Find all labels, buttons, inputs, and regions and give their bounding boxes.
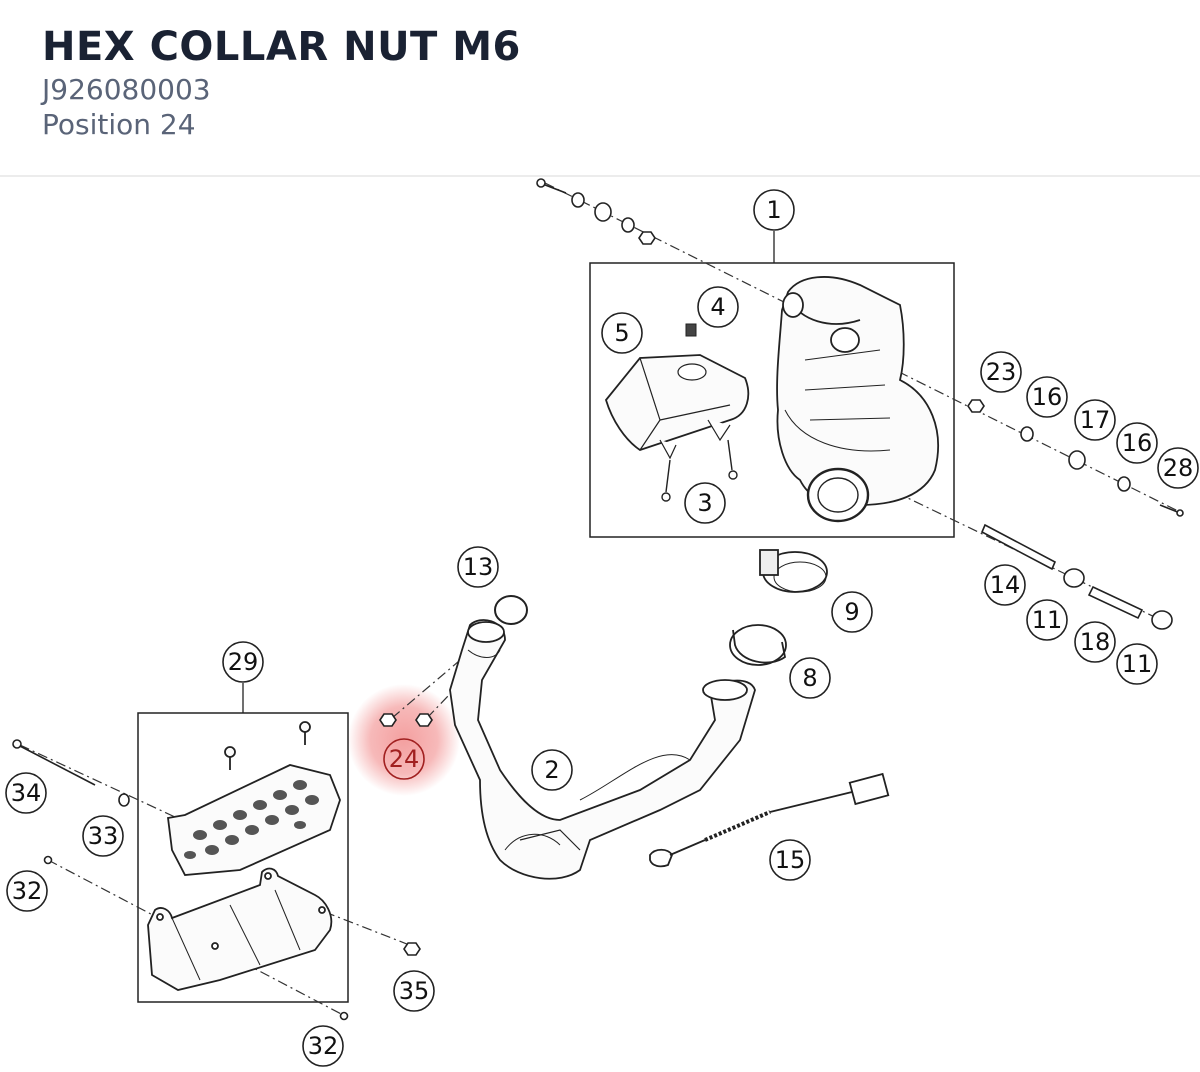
callout-circle xyxy=(684,482,726,524)
callout-label: 15 xyxy=(775,846,806,874)
callout-5[interactable]: 5 xyxy=(601,312,643,354)
callout-34[interactable]: 34 xyxy=(5,772,47,814)
callout-15[interactable]: 15 xyxy=(769,839,811,881)
part-title: HEX COLLAR NUT M6 xyxy=(42,24,521,70)
callout-circle xyxy=(1074,621,1116,663)
callout-circle xyxy=(5,772,47,814)
hex-collar-nuts xyxy=(379,713,433,727)
callout-circle xyxy=(6,870,48,912)
callout-label: 13 xyxy=(463,553,494,581)
callout-16[interactable]: 16 xyxy=(1026,376,1068,418)
part-position: Position 24 xyxy=(42,108,196,141)
callout-circle xyxy=(1116,643,1158,685)
callout-11[interactable]: 11 xyxy=(1116,643,1158,685)
heat-shield-fasteners xyxy=(12,739,421,1021)
callout-circle xyxy=(302,1025,344,1067)
heat-shield-lower-part xyxy=(147,867,333,991)
callout-label: 23 xyxy=(986,358,1017,386)
callout-label: 2 xyxy=(544,756,559,784)
callout-label: 34 xyxy=(11,779,42,807)
header-divider xyxy=(0,175,1200,177)
part-number: J926080003 xyxy=(42,73,211,106)
callout-label: 32 xyxy=(308,1032,339,1060)
callout-label: 32 xyxy=(12,877,43,905)
callout-circle xyxy=(1026,599,1068,641)
callout-1[interactable]: 1 xyxy=(753,189,795,231)
callout-18[interactable]: 18 xyxy=(1074,621,1116,663)
callout-11[interactable]: 11 xyxy=(1026,599,1068,641)
muffler-cover-part xyxy=(605,354,750,460)
callout-label: 3 xyxy=(697,489,712,517)
callout-2[interactable]: 2 xyxy=(531,749,573,791)
callout-circle xyxy=(1116,422,1158,464)
callout-circle xyxy=(1026,376,1068,418)
callout-label: 14 xyxy=(990,571,1021,599)
clip-part xyxy=(685,323,697,337)
callout-label: 35 xyxy=(399,977,430,1005)
callout-35[interactable]: 35 xyxy=(393,970,435,1012)
part-header: HEX COLLAR NUT M6 J926080003 Position 24 xyxy=(42,22,521,142)
right-bolt-set xyxy=(967,399,1184,517)
callout-3[interactable]: 3 xyxy=(684,482,726,524)
seal-ring-part xyxy=(494,595,528,625)
callout-16[interactable]: 16 xyxy=(1116,422,1158,464)
callout-circle xyxy=(383,738,425,780)
callout-8[interactable]: 8 xyxy=(789,657,831,699)
callout-4[interactable]: 4 xyxy=(697,286,739,328)
callout-circle xyxy=(831,591,873,633)
callout-circle xyxy=(393,970,435,1012)
callout-label: 1 xyxy=(766,196,781,224)
callout-label: 11 xyxy=(1122,650,1153,678)
callout-32[interactable]: 32 xyxy=(302,1025,344,1067)
callout-label: 24 xyxy=(389,745,420,773)
callout-label: 16 xyxy=(1032,383,1063,411)
callout-circle xyxy=(984,564,1026,606)
callout-23[interactable]: 23 xyxy=(980,351,1022,393)
callout-circle xyxy=(531,749,573,791)
callout-label: 28 xyxy=(1163,454,1194,482)
callout-24-highlighted[interactable]: 24 xyxy=(383,738,425,780)
gasket-ring-part xyxy=(729,624,787,666)
callout-label: 17 xyxy=(1080,406,1111,434)
callout-circle xyxy=(1157,447,1199,489)
heat-shield-upper-part xyxy=(167,721,341,876)
callout-circle xyxy=(769,839,811,881)
clamp-part xyxy=(759,549,828,593)
callout-13[interactable]: 13 xyxy=(457,546,499,588)
callout-circle xyxy=(601,312,643,354)
callout-28[interactable]: 28 xyxy=(1157,447,1199,489)
top-bolt-set xyxy=(536,178,656,245)
callout-label: 11 xyxy=(1032,606,1063,634)
callout-circle xyxy=(457,546,499,588)
callout-label: 29 xyxy=(228,648,259,676)
callout-label: 9 xyxy=(844,598,859,626)
callout-circle xyxy=(980,351,1022,393)
callout-circle xyxy=(753,189,795,231)
callout-29[interactable]: 29 xyxy=(222,641,264,683)
screw-parts xyxy=(661,439,738,502)
callout-circle xyxy=(222,641,264,683)
sensor-cable-part xyxy=(649,772,890,868)
exhaust-manifold-part xyxy=(449,619,756,880)
callout-circle xyxy=(82,815,124,857)
callout-label: 5 xyxy=(614,319,629,347)
rod-set xyxy=(980,523,1173,630)
callout-label: 16 xyxy=(1122,429,1153,457)
callout-circle xyxy=(789,657,831,699)
callout-32[interactable]: 32 xyxy=(6,870,48,912)
callout-14[interactable]: 14 xyxy=(984,564,1026,606)
callout-label: 8 xyxy=(802,664,817,692)
callout-33[interactable]: 33 xyxy=(82,815,124,857)
muffler-part xyxy=(776,276,939,523)
callout-label: 18 xyxy=(1080,628,1111,656)
callout-9[interactable]: 9 xyxy=(831,591,873,633)
callout-circle xyxy=(1074,399,1116,441)
callout-label: 33 xyxy=(88,822,119,850)
callout-17[interactable]: 17 xyxy=(1074,399,1116,441)
callout-label: 4 xyxy=(710,293,725,321)
callout-circle xyxy=(697,286,739,328)
